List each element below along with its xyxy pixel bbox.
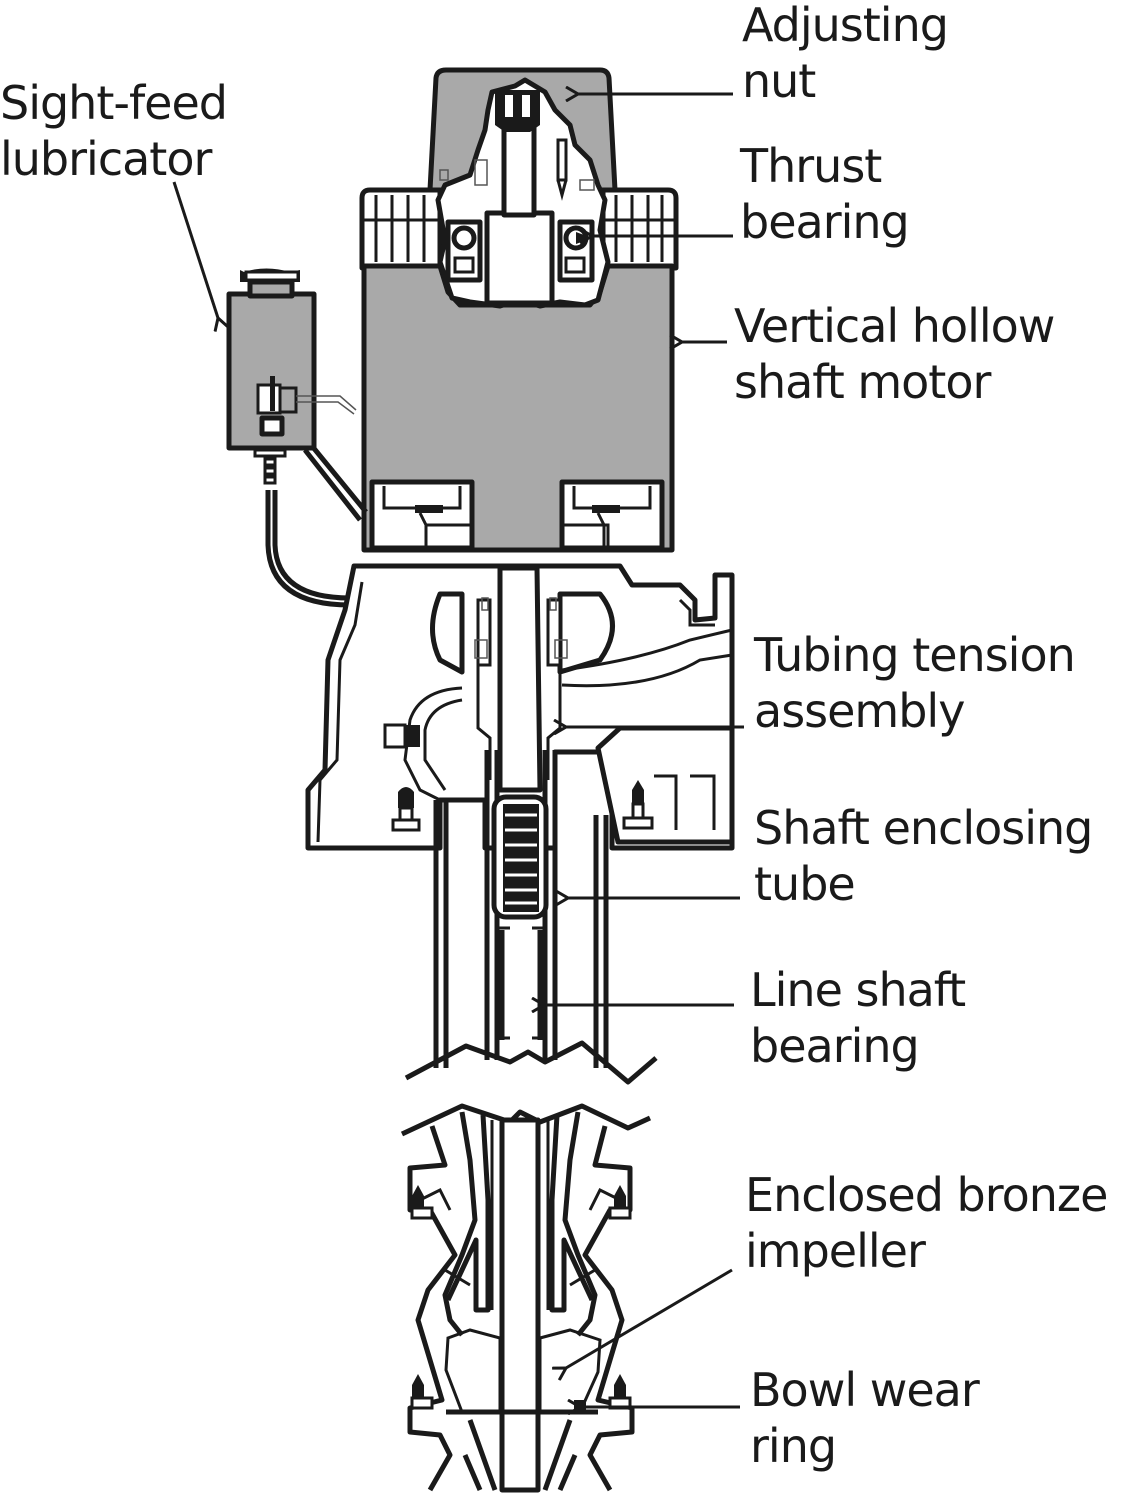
break-line-lower [400, 1103, 652, 1137]
label-line: Bowl wear [750, 1363, 980, 1417]
label-vertical-hollow-shaft-motor: Vertical hollow shaft motor [734, 298, 1055, 410]
label-shaft-enclosing-tube: Shaft enclosing tube [754, 800, 1093, 912]
label-line: Sight-feed [0, 76, 228, 130]
bowl-assembly [407, 1111, 635, 1493]
label-adjusting-nut: Adjusting nut [742, 0, 949, 109]
tubing-tension-assembly [474, 597, 568, 780]
label-line: Adjusting [742, 0, 949, 52]
head-bolt-left [391, 787, 421, 832]
label-line: bearing [740, 195, 910, 249]
label-bowl-wear-ring: Bowl wear ring [750, 1362, 980, 1474]
thrust-bearing-left [445, 219, 483, 283]
vertical-hollow-shaft-motor [359, 67, 679, 553]
cooling-fins-left [359, 187, 443, 271]
label-line: Shaft enclosing [754, 801, 1093, 855]
label-line: Enclosed bronze [745, 1168, 1108, 1222]
label-line: bearing [750, 1019, 920, 1073]
label-tubing-tension-assembly: Tubing tension assembly [754, 627, 1076, 739]
leader-lines [172, 94, 744, 1407]
sight-feed-lubricator [226, 268, 368, 608]
label-thrust-bearing: Thrust bearing [740, 138, 910, 250]
label-line: shaft motor [734, 355, 991, 409]
leader-sight-feed-lubricator [172, 181, 218, 318]
bowl-bolt-lower-right [608, 1374, 632, 1410]
label-enclosed-bronze-impeller: Enclosed bronze impeller [745, 1167, 1108, 1279]
bowl-bolt-upper-right [608, 1185, 632, 1220]
label-line: tube [754, 857, 856, 911]
label-line: Thrust [740, 139, 882, 193]
label-line: Tubing tension [754, 628, 1076, 682]
label-line-shaft-bearing: Line shaft bearing [750, 962, 966, 1074]
motor-winding-left [369, 479, 475, 551]
bowl-bolt-upper-left [410, 1185, 434, 1220]
label-line: lubricator [0, 132, 212, 186]
label-line: Vertical hollow [734, 299, 1055, 353]
motor-winding-right [559, 479, 665, 551]
shaft-coupling [491, 794, 549, 920]
cooling-fins-right [600, 187, 679, 271]
column-assembly [400, 565, 658, 1137]
label-line: Line shaft [750, 963, 966, 1017]
label-line: ring [750, 1419, 837, 1473]
head-bolt-right [622, 780, 654, 830]
thrust-bearing-right [557, 219, 595, 283]
label-sight-feed-lubricator: Sight-feed lubricator [0, 75, 228, 187]
break-line-upper [404, 1040, 658, 1085]
bowl-bolt-lower-left [410, 1374, 434, 1410]
label-line: nut [742, 54, 816, 108]
leader-impeller [566, 1268, 733, 1368]
line-shaft [497, 565, 543, 793]
line-shaft-bearing [497, 926, 545, 1040]
label-line: impeller [745, 1224, 926, 1278]
label-line: assembly [754, 684, 965, 738]
